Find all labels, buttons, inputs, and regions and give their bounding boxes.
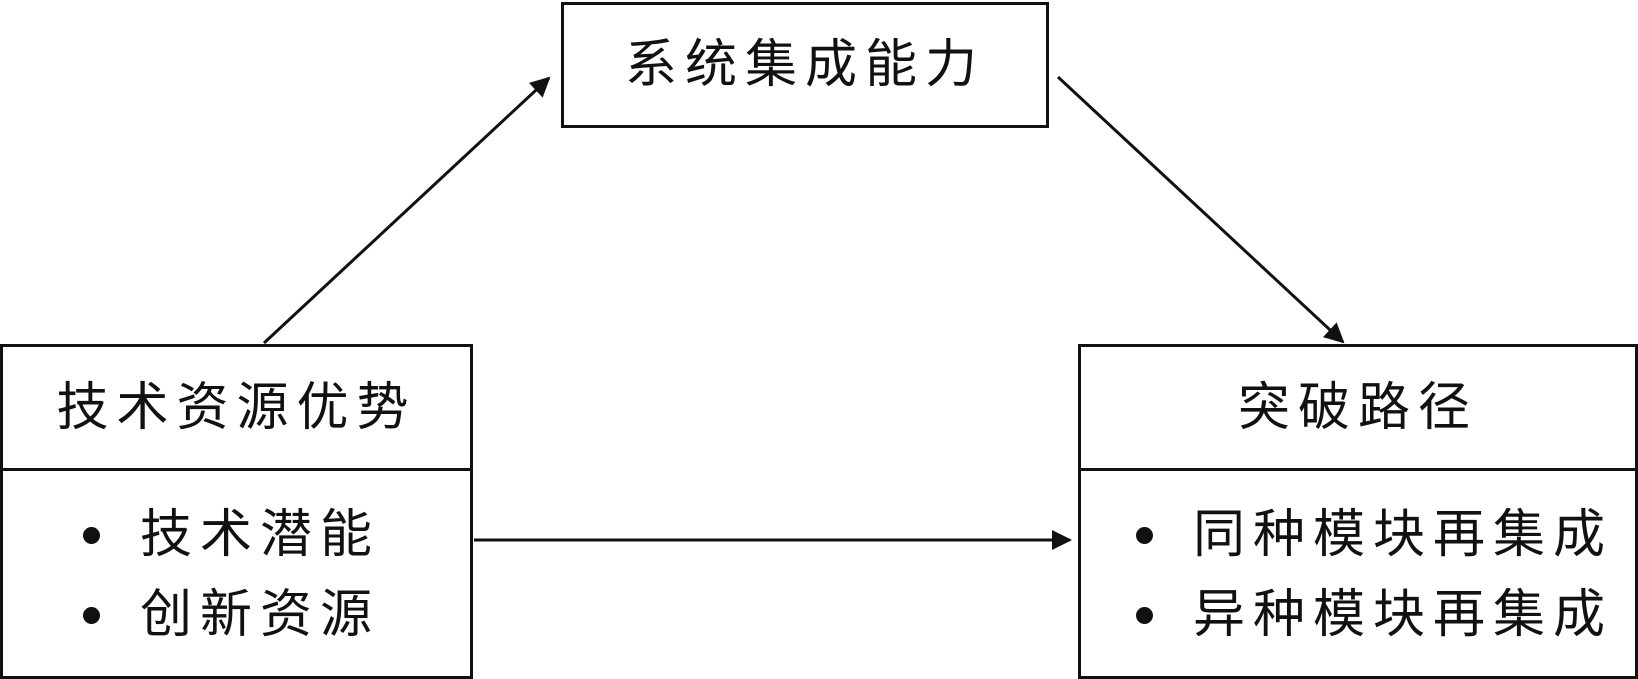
arrow-tech-to-system	[262, 76, 551, 345]
list-item: 异种模块再集成	[1081, 575, 1635, 655]
node-breakthrough-path-header: 突破路径	[1081, 347, 1635, 471]
arrow-system-to-breakthrough	[1056, 75, 1345, 344]
node-tech-resource-title: 技术资源优势	[56, 377, 417, 438]
node-system-integration: 系统集成能力	[561, 2, 1049, 128]
node-breakthrough-path-body: 同种模块再集成 异种模块再集成	[1081, 471, 1635, 676]
breakthrough-path-list: 同种模块再集成 异种模块再集成	[1081, 495, 1635, 655]
list-item-text: 创新资源	[140, 585, 381, 645]
bullet-icon	[83, 526, 100, 544]
list-item: 创新资源	[3, 575, 470, 655]
list-item: 同种模块再集成	[1081, 495, 1635, 575]
list-item: 技术潜能	[3, 495, 470, 575]
node-tech-resource-header: 技术资源优势	[3, 347, 470, 471]
node-breakthrough-path: 突破路径 同种模块再集成 异种模块再集成	[1078, 344, 1638, 679]
list-item-text: 技术潜能	[140, 505, 381, 565]
list-item-text: 异种模块再集成	[1193, 585, 1614, 645]
node-system-integration-title: 系统集成能力	[624, 35, 985, 95]
node-breakthrough-path-title: 突破路径	[1237, 377, 1478, 438]
bullet-icon	[83, 606, 100, 624]
node-tech-resource-body: 技术潜能 创新资源	[3, 471, 470, 676]
tech-resource-list: 技术潜能 创新资源	[3, 495, 470, 655]
node-tech-resource: 技术资源优势 技术潜能 创新资源	[0, 344, 473, 679]
list-item-text: 同种模块再集成	[1193, 505, 1614, 565]
bullet-icon	[1136, 526, 1153, 544]
bullet-icon	[1136, 606, 1153, 624]
